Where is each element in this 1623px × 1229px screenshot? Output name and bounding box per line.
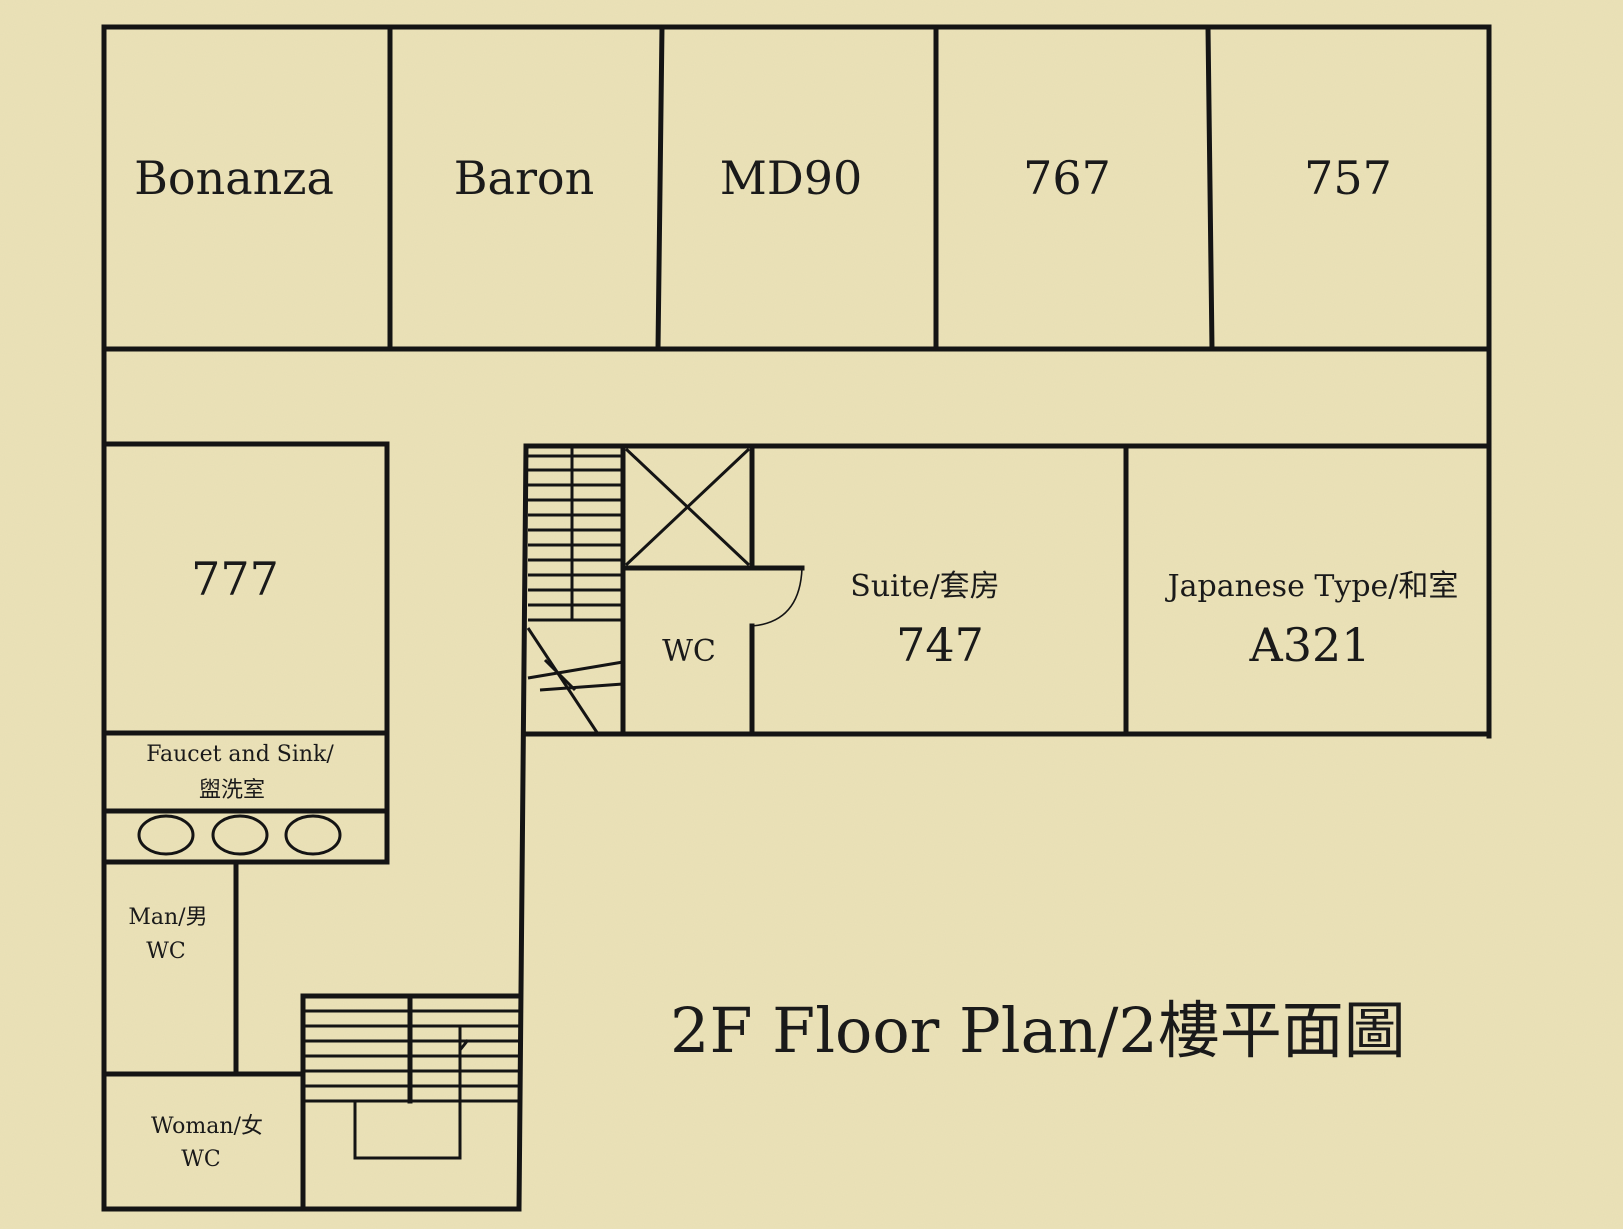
small-wc bbox=[749, 567, 803, 737]
left-wing bbox=[101, 441, 390, 1077]
women-wc-label-1: Woman/女 bbox=[151, 1114, 263, 1139]
room-label-777: 777 bbox=[191, 552, 279, 606]
room-label-747: 747 bbox=[896, 618, 984, 672]
men-wc-label-1: Man/男 bbox=[128, 905, 207, 930]
sink-label-zh: 盥洗室 bbox=[199, 778, 265, 803]
sink-label-en: Faucet and Sink/ bbox=[146, 742, 334, 767]
corridor-walls bbox=[101, 346, 1492, 1212]
men-wc-label-2: WC bbox=[146, 939, 185, 964]
women-wc-label-2: WC bbox=[181, 1147, 220, 1172]
plan-title: 2F Floor Plan/2樓平面圖 bbox=[670, 994, 1406, 1067]
room-label-bonanza: Bonanza bbox=[134, 151, 334, 205]
sinks bbox=[137, 814, 342, 856]
room-type-suite: Suite/套房 bbox=[850, 569, 999, 604]
room-label-wc: WC bbox=[662, 634, 716, 669]
room-label-md90: MD90 bbox=[720, 151, 863, 205]
elevator bbox=[620, 443, 805, 571]
room-label-757: 757 bbox=[1304, 151, 1392, 205]
room-label-767: 767 bbox=[1023, 151, 1111, 205]
room-type-japanese: Japanese Type/和室 bbox=[1165, 569, 1459, 604]
room-label-a321: A321 bbox=[1248, 618, 1370, 672]
upper-staircase bbox=[526, 443, 626, 737]
lower-staircase bbox=[300, 993, 522, 1212]
top-rooms bbox=[101, 24, 1492, 352]
room-label-baron: Baron bbox=[454, 151, 595, 205]
